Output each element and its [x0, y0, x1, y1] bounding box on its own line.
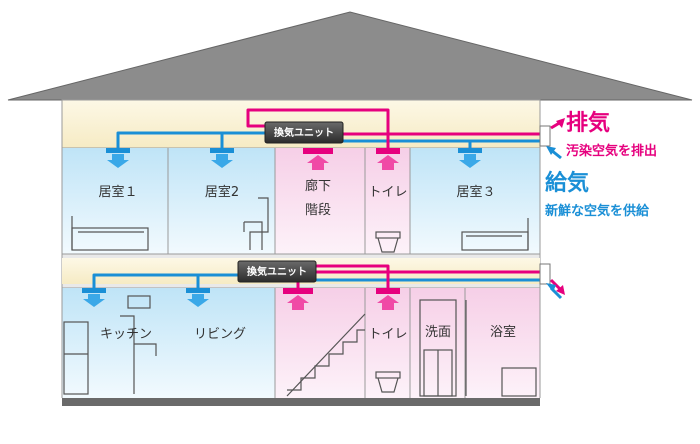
lower-exhaust-vents [283, 288, 400, 310]
bed-icon-room3 [461, 218, 529, 251]
upper-unit-label: 換気ユニット [274, 126, 334, 139]
stairs-icon [286, 313, 366, 397]
lower-outside-arrows [546, 278, 565, 300]
lower-duct-exit [539, 263, 551, 285]
lower-walls [61, 288, 541, 398]
upper-exhaust-ducts [246, 108, 540, 150]
lower-stairs-bg [275, 288, 365, 398]
lower-supply-ducts [92, 273, 540, 288]
label-bath: 浴室 [490, 324, 516, 340]
lower-ventilation-unit [237, 260, 317, 283]
label-stairs: 階段 [305, 203, 331, 218]
upper-supply-vents [106, 148, 482, 168]
roof [7, 11, 693, 101]
upper-supply-ducts [116, 131, 540, 148]
label-room3: 居室３ [456, 184, 495, 200]
label-kitchen: キッチン [100, 327, 152, 342]
legend-supply-title: 給気 [545, 170, 589, 196]
label-room1: 居室１ [98, 184, 137, 200]
bed-icon-room1 [71, 216, 149, 251]
legend-exhaust-desc: 汚染空気を排出 [566, 143, 657, 159]
washroom-door [419, 299, 457, 397]
legend-supply-desc: 新鮮な空気を供給 [545, 203, 650, 219]
toilet-icon-upper [375, 231, 401, 253]
label-corridor: 廊下 [305, 178, 331, 194]
toilet-icon-lower [375, 371, 401, 393]
upper-outside-arrows [546, 118, 565, 160]
upper-walls [61, 148, 541, 254]
chair-icon-room2 [243, 197, 269, 250]
upper-exhaust-vents [303, 148, 400, 170]
label-room2: 居室2 [205, 184, 239, 200]
bathtub-icon [465, 300, 537, 397]
legend-exhaust-title: 排気 [566, 110, 610, 136]
label-toilet-lower: トイレ [368, 327, 407, 342]
lower-supply-vents [82, 288, 210, 307]
label-washroom: 洗面 [425, 325, 451, 340]
upper-duct-exit [539, 125, 551, 147]
lower-unit-label: 換気ユニット [247, 265, 307, 278]
kitchen-fixtures [63, 295, 157, 395]
lower-kitchen-bg [62, 288, 275, 398]
foundation [62, 398, 540, 406]
upper-ventilation-unit [264, 121, 344, 144]
label-living: リビング [194, 327, 246, 342]
label-toilet-upper: トイレ [368, 185, 407, 200]
